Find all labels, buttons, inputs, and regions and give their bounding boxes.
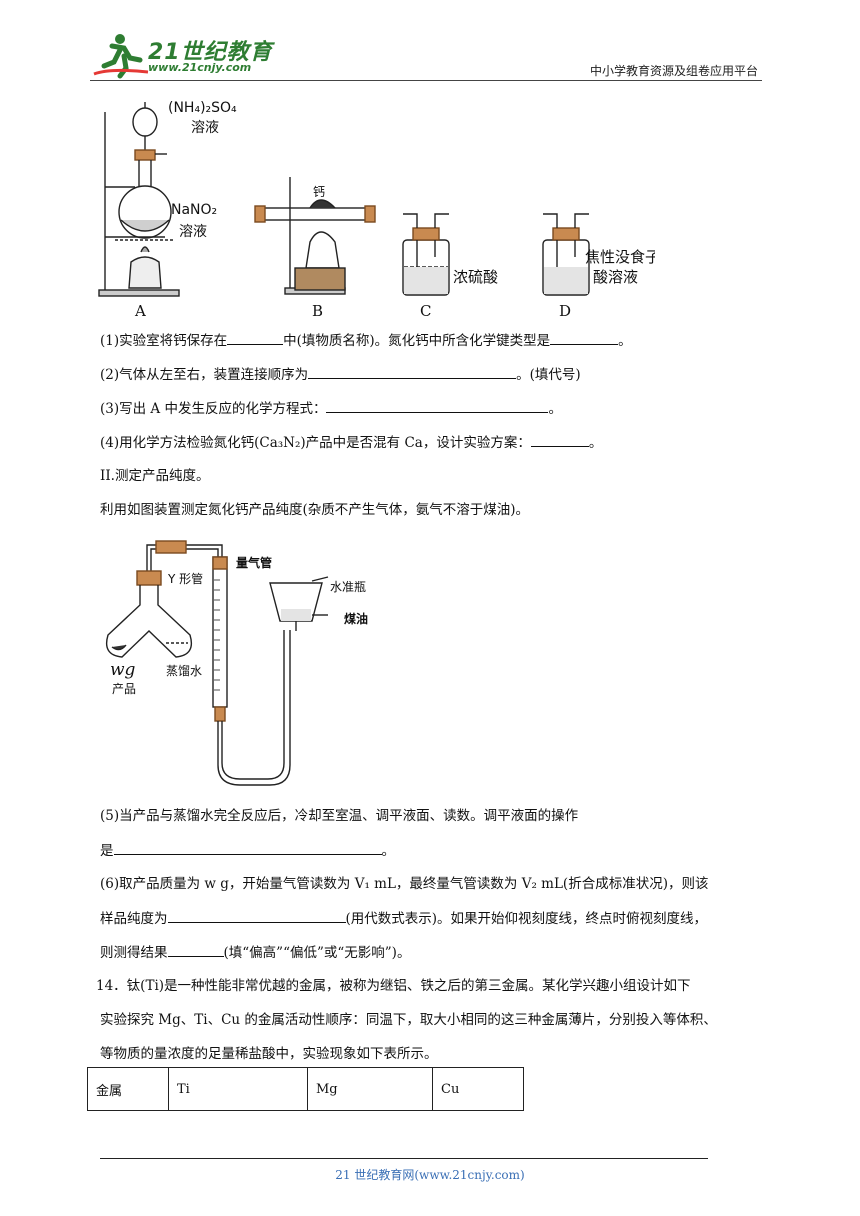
label-nh4so4-solution: 溶液: [191, 120, 219, 136]
label-pyrogallol-2: 酸溶液: [593, 268, 638, 286]
question-3: (3)写出 A 中发生反应的化学方程式：。: [100, 398, 562, 419]
answer-blank[interactable]: [326, 398, 549, 413]
answer-blank[interactable]: [113, 840, 382, 855]
question-2: (2)气体从左至右，装置连接顺序为。(填代号): [100, 364, 581, 385]
question-1: (1)实验室将钙保存在中(填物质名称)。氮化钙中所含化学键类型是。: [100, 330, 632, 351]
answer-blank[interactable]: [167, 908, 346, 923]
section-2-heading: II.测定产品纯度。: [100, 468, 210, 484]
question-14-line2: 实验探究 Mg、Ti、Cu 的金属活动性顺序：同温下，取大小相同的这三种金属薄片…: [100, 1012, 717, 1028]
page-footer: 21 世纪教育网(www.21cnjy.com): [335, 1168, 525, 1182]
label-nano2-solution: 溶液: [179, 224, 207, 240]
question-14-line3: 等物质的量浓度的足量稀盐酸中，实验现象如下表所示。: [100, 1046, 438, 1062]
label-pyrogallol-1: 焦性没食子: [585, 248, 655, 266]
header-divider: [90, 80, 762, 81]
table-row: 金属 Ti Mg Cu: [87, 1067, 524, 1111]
answer-blank[interactable]: [308, 364, 517, 379]
label-B: B: [312, 302, 323, 320]
logo-text: 21世纪教育: [148, 40, 273, 65]
logo-url: www.21cnjy.com: [148, 61, 252, 74]
label-y-tube: Y 形管: [167, 571, 203, 586]
label-w-grams: wg: [110, 660, 136, 680]
label-conc-sulfuric: 浓硫酸: [453, 268, 498, 286]
question-6-line3: 则测得结果(填“偏高”“偏低”或“无影响”)。: [100, 942, 410, 963]
site-logo: 21世纪教育 www.21cnjy.com: [90, 30, 290, 80]
answer-blank[interactable]: [530, 432, 589, 447]
question-6-line2: 样品纯度为(用代数式表示)。如果开始仰视刻度线，终点时俯视刻度线，: [100, 908, 707, 929]
question-4: (4)用化学方法检验氮化钙(Ca₃N₂)产品中是否混有 Ca，设计实验方案：。: [100, 432, 602, 453]
label-nano2: NaNO₂: [171, 202, 217, 218]
label-gas-burette: 量气管: [236, 555, 272, 570]
label-distilled-water: 蒸馏水: [166, 664, 202, 678]
label-leveling-bottle: 水准瓶: [330, 580, 366, 594]
table-cell: Mg: [307, 1067, 433, 1111]
question-14-line1: 14．钛(Ti)是一种性能非常优越的金属，被称为继铝、铁之后的第三金属。某化学兴…: [96, 978, 691, 994]
platform-name: 中小学教育资源及组卷应用平台: [589, 64, 758, 78]
label-A: A: [134, 302, 146, 320]
table-cell: Cu: [432, 1067, 524, 1111]
purity-apparatus-figure: Y 形管 量气管 水准瓶 煤油 蒸馏水 wg 产品: [105, 540, 368, 786]
label-nh4so4: (NH₄)₂SO₄: [168, 100, 237, 116]
runner-logo-icon: [93, 34, 149, 79]
answer-blank[interactable]: [227, 330, 284, 345]
apparatus-figure-abcd: (NH₄)₂SO₄ 溶液 NaNO₂ 溶液 钙 浓硫酸 焦性没食子 酸溶液 A …: [98, 100, 655, 320]
question-5-line1: (5)当产品与蒸馏水完全反应后，冷却至室温、调平液面、读数。调平液面的操作: [100, 808, 579, 824]
answer-blank[interactable]: [550, 330, 619, 345]
label-D: D: [559, 302, 571, 320]
table-cell: Ti: [168, 1067, 308, 1111]
label-kerosene: 煤油: [344, 611, 368, 626]
metals-table: 金属 Ti Mg Cu: [87, 1067, 524, 1111]
section-2-intro: 利用如图装置测定氮化钙产品纯度(杂质不产生气体，氨气不溶于煤油)。: [100, 502, 530, 518]
table-cell: 金属: [87, 1067, 169, 1111]
question-5-line2: 是。: [100, 840, 395, 861]
label-C: C: [420, 302, 431, 320]
footer-divider: [100, 1158, 708, 1159]
question-6-line1: (6)取产品质量为 w g，开始量气管读数为 V₁ mL，最终量气管读数为 V₂…: [100, 876, 709, 892]
answer-blank[interactable]: [167, 942, 224, 957]
label-product: 产品: [112, 682, 136, 696]
page-header: 21世纪教育 www.21cnjy.com 中小学教育资源及组卷应用平台: [90, 30, 770, 80]
label-calcium: 钙: [313, 185, 325, 199]
